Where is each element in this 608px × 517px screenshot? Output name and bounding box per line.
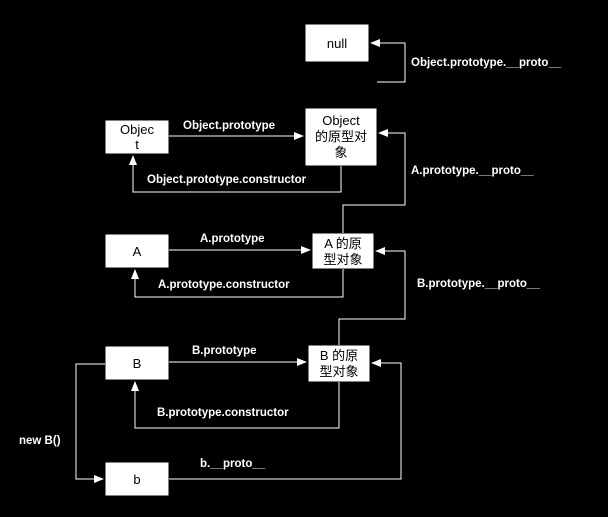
object-prototype-label-line-2: 的原型对 (315, 129, 367, 144)
edge-new-b-label: new B() (19, 435, 61, 447)
b-constructor-label: B (133, 356, 142, 371)
a-prototype-label-line-1: A 的原 (324, 236, 362, 251)
b-instance-label: b (133, 472, 140, 487)
a-constructor-node: A (104, 233, 170, 269)
edge-b-constructor: B.prototype.constructor (131, 381, 340, 429)
edge-b-prototype: B.prototype (169, 345, 307, 366)
edge-object-proto-proto: Object.prototype.__proto__ (370, 39, 562, 83)
object-prototype-label-line-1: Object (322, 113, 360, 128)
edge-a-constructor-label: A.prototype.constructor (158, 279, 290, 291)
object-prototype-label-line-3: 象 (334, 145, 347, 160)
a-constructor-label: A (133, 244, 142, 259)
edge-object-constructor-label: Object.prototype.constructor (147, 174, 307, 186)
edge-object-constructor: Object.prototype.constructor (129, 155, 342, 193)
object-constructor-label-line-2: t (135, 137, 139, 152)
edge-object-prototype-label: Object.prototype (183, 120, 275, 132)
b-instance-node: b (104, 461, 170, 497)
b-prototype-node: B 的原 型对象 (307, 344, 371, 383)
edge-b-instance-proto-label: b.__proto__ (200, 458, 266, 470)
edge-object-proto-proto-label: Object.prototype.__proto__ (411, 57, 562, 69)
edge-b-instance-proto: b.__proto__ (169, 359, 402, 480)
edge-b-proto-proto: B.prototype.__proto__ (338, 247, 540, 345)
edge-a-prototype-label: A.prototype (200, 233, 265, 245)
edge-b-constructor-label: B.prototype.constructor (157, 407, 289, 419)
b-prototype-label-line-1: B 的原 (320, 348, 358, 363)
a-prototype-node: A 的原 型对象 (311, 232, 375, 270)
edge-a-proto-proto-label: A.prototype.__proto__ (411, 165, 534, 177)
edge-new-b: new B() (19, 363, 105, 483)
object-constructor-label-line-1: Objec (120, 122, 154, 137)
null-node: null (304, 23, 370, 63)
edge-a-proto-proto: A.prototype.__proto__ (342, 129, 534, 233)
object-prototype-node: Object 的原型对 象 (304, 107, 378, 167)
b-prototype-label-line-2: 型对象 (319, 364, 358, 379)
edge-b-proto-proto-label: B.prototype.__proto__ (417, 278, 540, 290)
edge-a-prototype: A.prototype (169, 233, 311, 254)
null-node-label: null (327, 36, 347, 51)
edge-object-prototype: Object.prototype (169, 120, 304, 140)
a-prototype-label-line-2: 型对象 (323, 252, 362, 267)
edge-a-constructor: A.prototype.constructor (131, 269, 344, 298)
object-constructor-node: Objec t (104, 119, 170, 155)
edge-b-prototype-label: B.prototype (192, 345, 257, 357)
b-constructor-node: B (104, 345, 170, 381)
